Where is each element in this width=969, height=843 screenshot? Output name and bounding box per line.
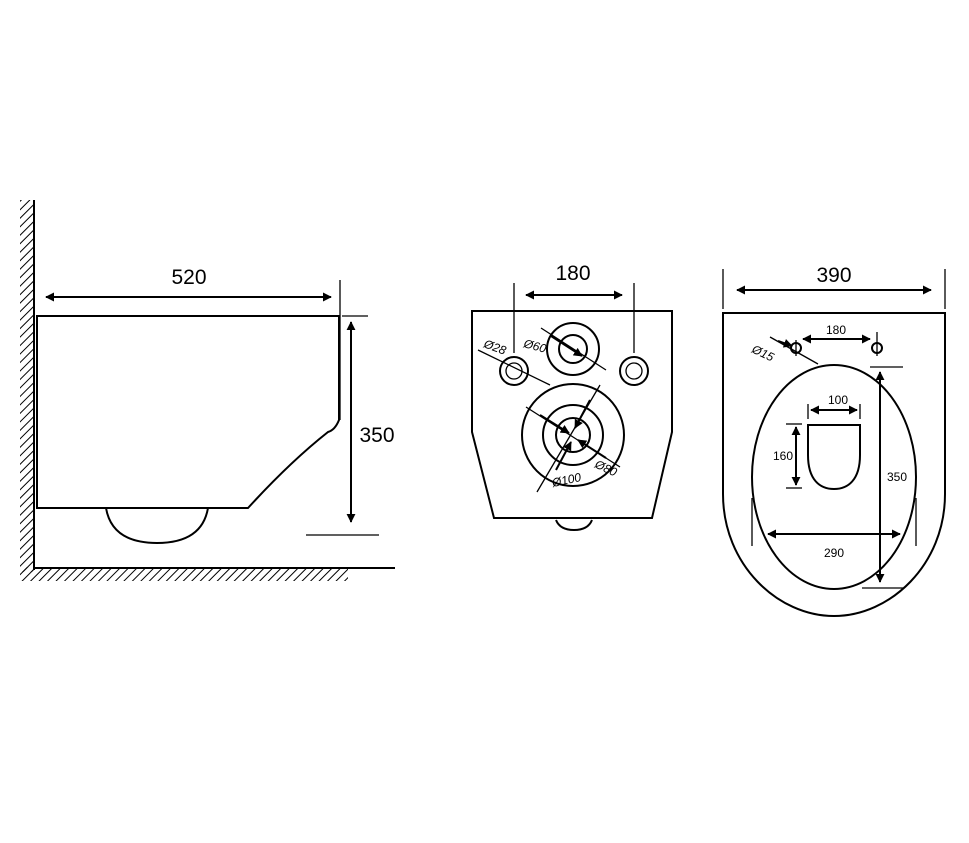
- side-width-label: 520: [171, 266, 206, 289]
- bowl-width-label: 290: [824, 546, 844, 560]
- fixing-hole-dia-label: Ø15: [749, 342, 777, 365]
- bolt-hole-left-outer: [499, 356, 529, 386]
- outlet-dia-arrow-2: [574, 399, 591, 429]
- fixing-hole-arrow: [777, 339, 793, 348]
- side-view: 520 350: [20, 200, 395, 581]
- inlet-inner-ring: [558, 334, 588, 364]
- outlet-dia-arrow-4: [555, 441, 572, 471]
- top-outer-outline: [722, 312, 946, 618]
- side-trap-outline: [105, 507, 209, 545]
- bowl-length-label: 350: [887, 470, 907, 484]
- inlet-dia-arrow: [550, 335, 583, 357]
- top-width-label: 390: [816, 264, 851, 287]
- bolt-hole-right-outer: [619, 356, 649, 386]
- back-spacing-label: 180: [555, 262, 590, 285]
- outlet-outer-dia-label: Ø100: [550, 470, 583, 490]
- inlet-outer-ring: [546, 322, 600, 376]
- wall-hatch: [20, 200, 34, 572]
- outlet-dia-arrow-1: [539, 414, 570, 434]
- top-view: 390 180 Ø15 100 160 350 290: [722, 264, 946, 618]
- floor-hatch: [20, 567, 348, 581]
- bowl-rim-inner: [751, 364, 917, 590]
- opening-length-label: 160: [773, 449, 793, 463]
- fixing-spacing-label: 180: [826, 323, 846, 337]
- back-trap-outline: [555, 519, 593, 532]
- fixing-hole-leader: [769, 336, 819, 365]
- back-view: 180 Ø28 Ø60 Ø80 Ø100: [471, 262, 673, 532]
- outlet-middle-ring: [542, 404, 604, 466]
- inlet-dia-label: Ø60: [521, 336, 548, 356]
- outlet-inner-ring: [555, 417, 591, 453]
- side-height-label: 350: [359, 424, 394, 447]
- outlet-dia-arrow-3: [577, 439, 607, 459]
- outlet-outer-ring: [521, 383, 625, 487]
- side-bowl-outline: [36, 315, 340, 509]
- bolt-dia-leader: [477, 349, 551, 386]
- opening-width-label: 100: [828, 393, 848, 407]
- bowl-opening-outline: [807, 424, 861, 491]
- bolt-hole-right-inner: [625, 362, 643, 380]
